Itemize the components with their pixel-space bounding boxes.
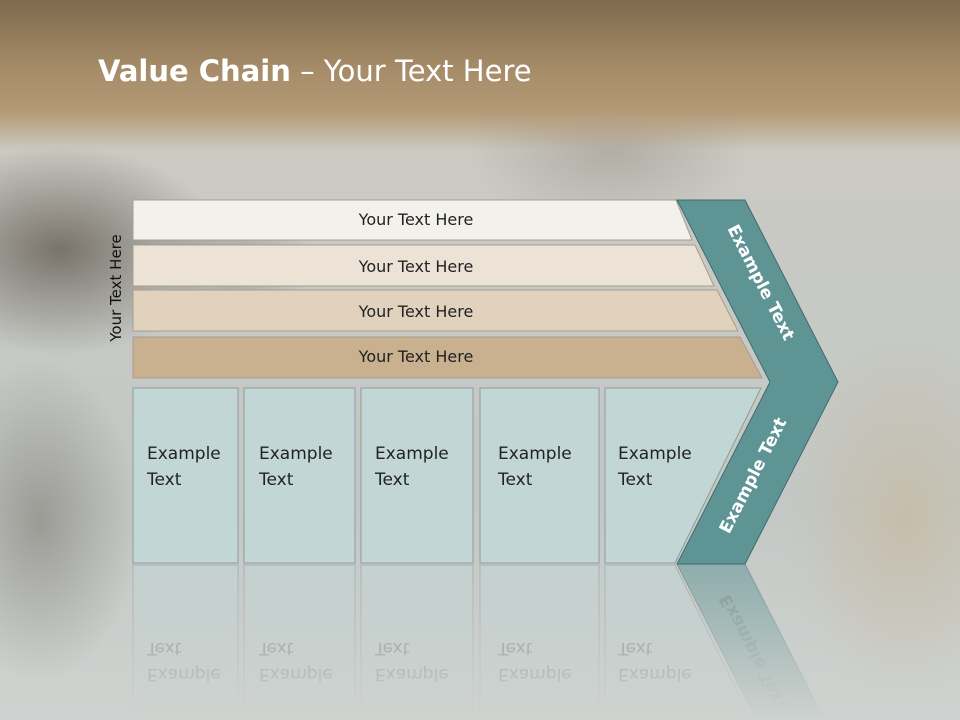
box-3-reflection [360, 564, 474, 720]
box-2-line1: Example [259, 444, 333, 464]
slide-title: Value Chain – Your Text Here [98, 54, 532, 88]
title-bold: Value Chain [98, 54, 291, 88]
chevron-lower-reflection [676, 563, 826, 720]
box-3-line1: Example [375, 444, 449, 464]
box-1-line1: Example [147, 444, 221, 464]
bar-3-label: Your Text Here [358, 302, 474, 321]
box-1-line2-reflection: Text [146, 638, 182, 658]
box-2-reflection [243, 564, 356, 720]
box-1-line1-reflection: Example [147, 664, 221, 684]
box-3-line2-reflection: Text [374, 638, 410, 658]
box-4-reflection [479, 564, 600, 720]
box-2-line2: Text [258, 470, 294, 490]
bar-3[interactable] [132, 289, 739, 332]
box-3[interactable] [360, 387, 474, 564]
reflection: Example Text Example Text Example Text E… [132, 563, 826, 720]
bar-1-label: Your Text Here [358, 210, 474, 229]
bar-2[interactable] [132, 244, 715, 287]
bar-4-label: Your Text Here [358, 347, 474, 366]
box-5-line1: Example [618, 444, 692, 464]
bar-1[interactable] [132, 199, 693, 241]
box-5-line2: Text [617, 470, 653, 490]
box-2-line1-reflection: Example [259, 664, 333, 684]
bars-group: Your Text Here Your Text Here Your Text … [132, 199, 763, 379]
box-1-reflection [132, 564, 239, 720]
box-5-line2-reflection: Text [617, 638, 653, 658]
box-4-line2-reflection: Text [497, 638, 533, 658]
box-3-line2: Text [374, 470, 410, 490]
box-2[interactable] [243, 387, 356, 564]
bar-4[interactable] [132, 336, 763, 379]
title-rest: – Your Text Here [290, 54, 532, 88]
box-5-reflection [604, 564, 752, 720]
box-4[interactable] [479, 387, 600, 564]
box-5[interactable] [604, 387, 762, 564]
box-4-line1: Example [498, 444, 572, 464]
header-band [0, 0, 960, 150]
bar-2-label: Your Text Here [358, 257, 474, 276]
box-5-line1-reflection: Example [618, 664, 692, 684]
box-4-line1-reflection: Example [498, 664, 572, 684]
box-1[interactable] [132, 387, 239, 564]
box-2-line2-reflection: Text [258, 638, 294, 658]
box-3-line1-reflection: Example [375, 664, 449, 684]
boxes-group: Example Text Example Text Example Text E… [132, 387, 762, 564]
box-4-line2: Text [497, 470, 533, 490]
box-1-line2: Text [146, 470, 182, 490]
